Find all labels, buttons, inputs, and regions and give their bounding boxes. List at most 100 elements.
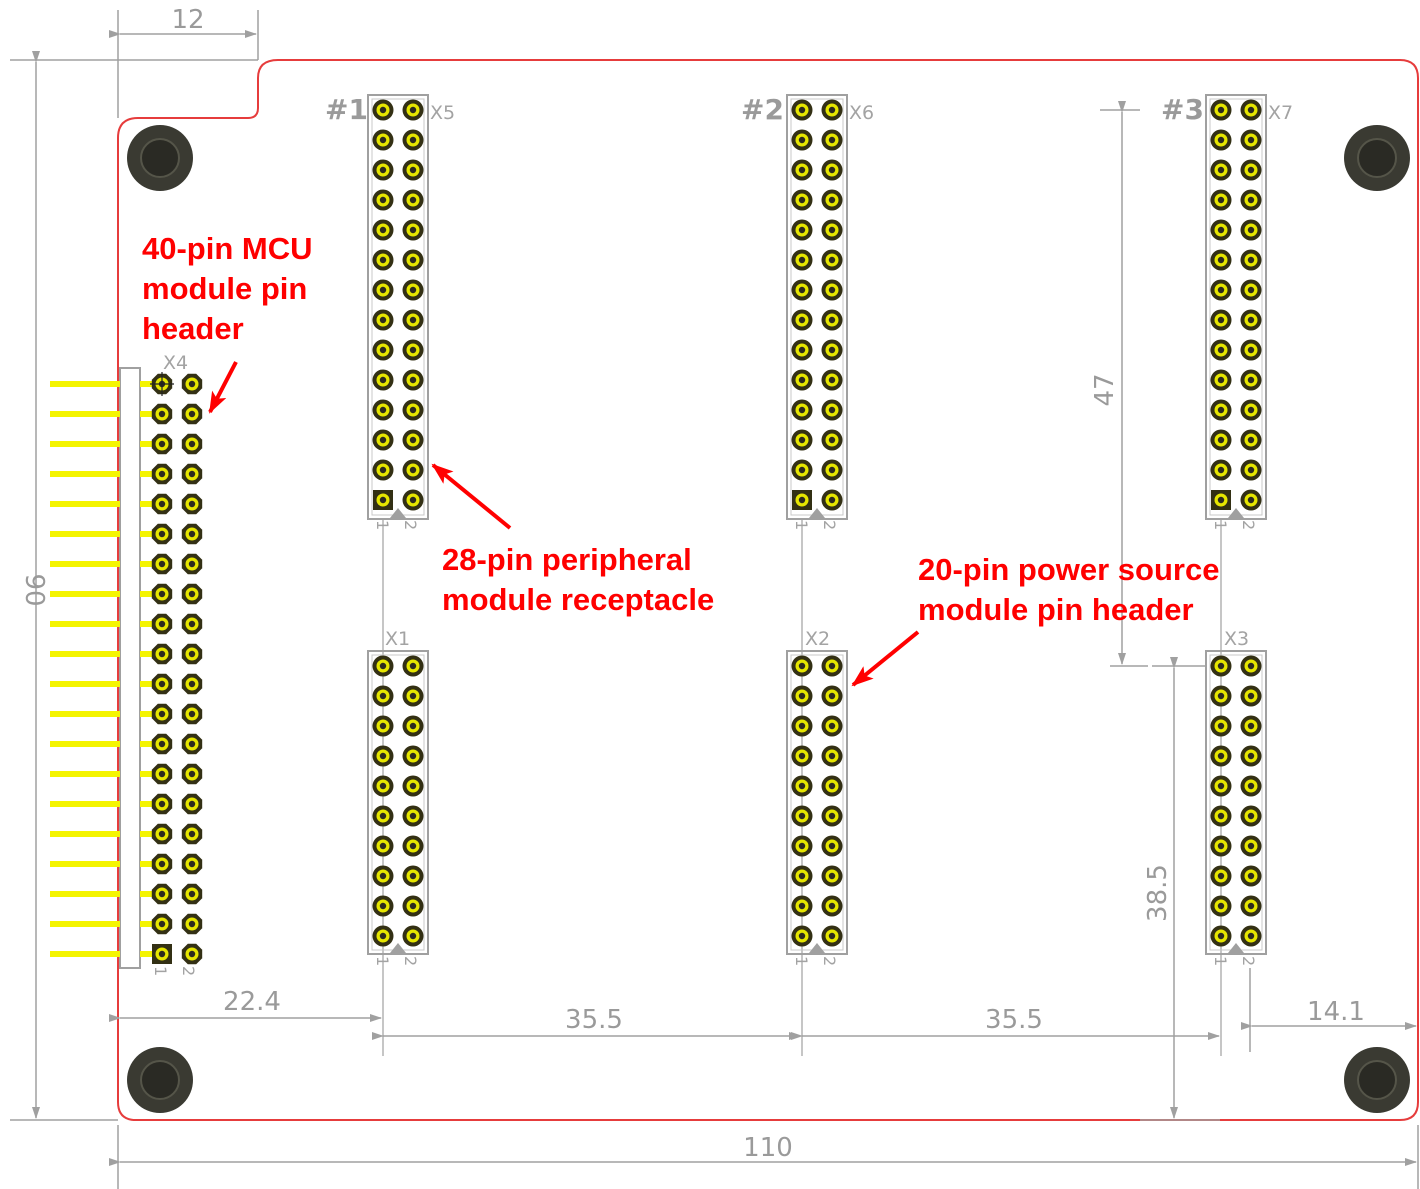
pin-pad (1210, 189, 1232, 211)
pin-pad (151, 523, 173, 545)
pin-pad (181, 403, 203, 425)
pin-pad (1240, 775, 1262, 797)
dimension-tab-width-label: 12 (171, 5, 204, 35)
pin-pad (791, 715, 813, 737)
pin-pad (151, 673, 173, 695)
pin-stub (50, 681, 120, 687)
pin-pad (151, 763, 173, 785)
annotation-power-arrow (851, 630, 920, 687)
dimension-board-width-label: 110 (743, 1133, 793, 1163)
pin-pad (791, 249, 813, 271)
pin-pad (372, 219, 394, 241)
pin-pad (821, 865, 843, 887)
pin-pad (1240, 685, 1262, 707)
pin-pad (1240, 835, 1262, 857)
pin-pad (151, 883, 173, 905)
pin-pad (821, 159, 843, 181)
pin-number-2: 2 (401, 520, 420, 530)
dimension-right-margin (1241, 968, 1417, 1052)
pin-pad (1210, 429, 1232, 451)
pin-stub (50, 441, 120, 447)
pin-stub (140, 441, 162, 447)
pin-numbers: 1 2 1 2 1 2 1 2 1 2 1 2 1 2 (151, 520, 1258, 976)
pin-pad (372, 99, 394, 121)
pin-pad (402, 309, 424, 331)
pin-pad (181, 673, 203, 695)
pin-pad (372, 459, 394, 481)
pin-stub (140, 561, 162, 567)
board-outline (117, 59, 1419, 1121)
pin-stub (140, 771, 162, 777)
annotation-peripheral-line-1: 28-pin peripheral (442, 542, 692, 577)
pin-pad (402, 685, 424, 707)
pin-pad (181, 463, 203, 485)
pin-pad (372, 685, 394, 707)
pin-pad (821, 745, 843, 767)
pin-pad (151, 613, 173, 635)
pin-pad (1210, 775, 1232, 797)
pin-pad (1240, 895, 1262, 917)
pin-pad (791, 865, 813, 887)
header-body (119, 367, 141, 969)
connector-x1 (367, 650, 429, 955)
pin-pad (1210, 129, 1232, 151)
pin-number-1: 1 (792, 520, 811, 530)
pin-pad (402, 459, 424, 481)
pin-pad (1240, 249, 1262, 271)
pin-stub (50, 471, 120, 477)
pin-pad (372, 925, 394, 947)
pin-pad (1210, 459, 1232, 481)
pin-pad (791, 159, 813, 181)
pin-number-2: 2 (1239, 520, 1258, 530)
pin-pad (372, 745, 394, 767)
pin-pad (402, 865, 424, 887)
pin-pad (1240, 489, 1262, 511)
pin-pad (402, 745, 424, 767)
pin-pad (181, 823, 203, 845)
pin-pad (1210, 835, 1232, 857)
pin-pad (372, 655, 394, 677)
pin-number-2: 2 (1239, 956, 1258, 966)
pin-stub (140, 831, 162, 837)
pin-pad (151, 823, 173, 845)
pin-pad (791, 805, 813, 827)
pin-pad (402, 895, 424, 917)
pin-pad (372, 775, 394, 797)
pin-pad (1240, 399, 1262, 421)
pin-number-1: 1 (1211, 520, 1230, 530)
pin-pad (151, 463, 173, 485)
slot-1-label: #1 (325, 93, 368, 126)
pin-number-2: 2 (179, 966, 198, 976)
pin-pad (402, 429, 424, 451)
pin-pad (791, 399, 813, 421)
pin-pad (821, 249, 843, 271)
pin-pad (821, 189, 843, 211)
pin-pad (791, 685, 813, 707)
pin-pad (821, 489, 843, 511)
pin-pad (791, 835, 813, 857)
mounting-hole-bottom-right (1344, 1047, 1410, 1113)
pin-pad (151, 583, 173, 605)
pin-stub (140, 741, 162, 747)
pin-pad (791, 309, 813, 331)
pin-stub (50, 381, 120, 387)
pin-pad (151, 703, 173, 725)
dimension-board-height (10, 51, 258, 1121)
pin-pad (372, 249, 394, 271)
pin-pad (1210, 279, 1232, 301)
slot-3-label: #3 (1161, 93, 1204, 126)
dimension-right-margin-label: 14.1 (1307, 997, 1365, 1027)
pin-pad (821, 369, 843, 391)
dimension-board-height-label: 90 (19, 573, 49, 606)
pin-number-2: 2 (820, 956, 839, 966)
pin-pad (791, 219, 813, 241)
pin-stub (140, 681, 162, 687)
pin-number-1: 1 (1211, 956, 1230, 966)
connector-x1-label: X1 (385, 628, 410, 650)
annotation-mcu-line-1: 40-pin MCU (142, 231, 313, 266)
annotation-power-line-1: 20-pin power source (918, 552, 1219, 587)
pin-pad (402, 775, 424, 797)
pin-pad (1210, 745, 1232, 767)
annotation-peripheral-arrow (431, 463, 512, 530)
